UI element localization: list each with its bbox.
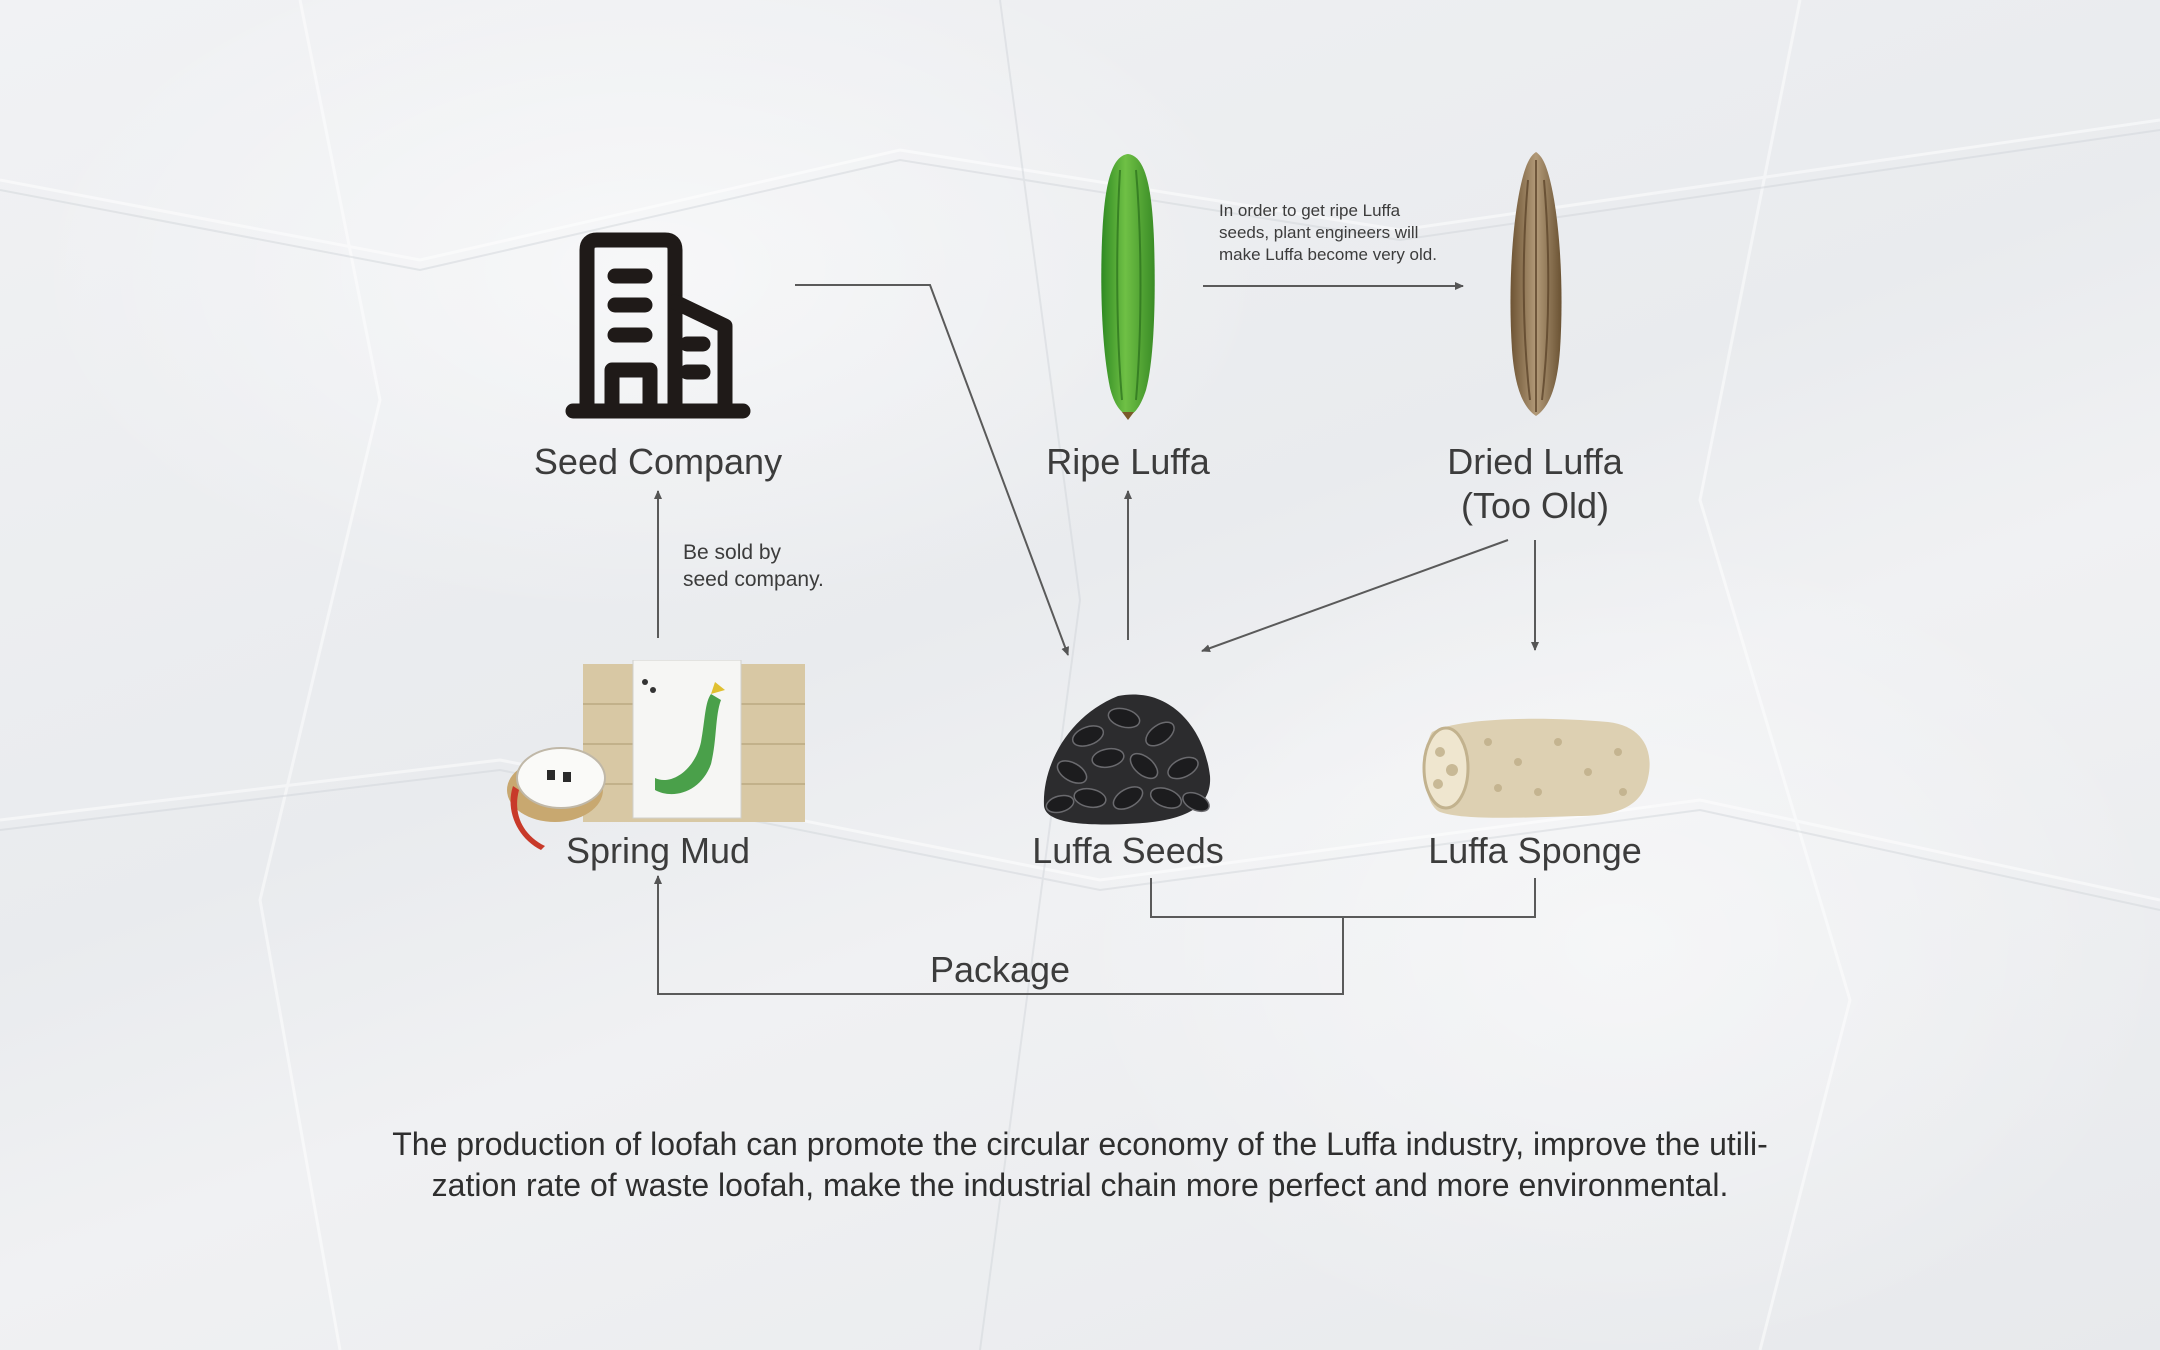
building-icon xyxy=(565,232,751,419)
green-luffa-image xyxy=(1101,154,1155,420)
note-sold-by-line: seed company. xyxy=(683,568,824,592)
node-dried-luffa-qualifier: (Too Old) xyxy=(1460,485,1610,526)
node-seed-company: Seed Company xyxy=(533,441,783,482)
node-luffa-seeds: Luffa Seeds xyxy=(1032,830,1224,871)
node-luffa-sponge: Luffa Sponge xyxy=(1428,830,1642,871)
dried-luffa-image xyxy=(1510,152,1562,416)
note-ripe-to-dried-line: In order to get ripe Luffa xyxy=(1219,201,1401,220)
seeds-sponge-bracket xyxy=(1150,878,1536,918)
note-sold-by: Be sold by seed company. xyxy=(683,539,824,594)
node-spring-mud: Spring Mud xyxy=(565,830,751,871)
note-sold-by-line: Be sold by xyxy=(683,541,782,564)
package-to-mud-arrow xyxy=(654,875,1344,995)
dried-to-seeds-arrow xyxy=(1201,539,1509,653)
node-package: Package xyxy=(929,949,1071,990)
caption-line: The production of loofah can promote the… xyxy=(392,1126,1768,1162)
node-ripe-luffa: Ripe Luffa xyxy=(1046,441,1210,482)
note-ripe-to-dried: In order to get ripe Luffa seeds, plant … xyxy=(1219,200,1437,266)
seed-pile-image xyxy=(1043,694,1211,825)
note-ripe-to-dried-line: seeds, plant engineers will xyxy=(1219,223,1419,243)
caption-line: zation rate of waste loofah, make the in… xyxy=(431,1167,1729,1203)
company-to-seeds-line xyxy=(795,284,1069,656)
note-ripe-to-dried-line: make Luffa become very old. xyxy=(1219,245,1437,265)
spring-mud-package-image xyxy=(507,660,805,850)
sponge-image xyxy=(1422,718,1650,818)
node-dried-luffa: Dried Luffa xyxy=(1447,441,1623,482)
caption: The production of loofah can promote the… xyxy=(80,1124,2080,1206)
